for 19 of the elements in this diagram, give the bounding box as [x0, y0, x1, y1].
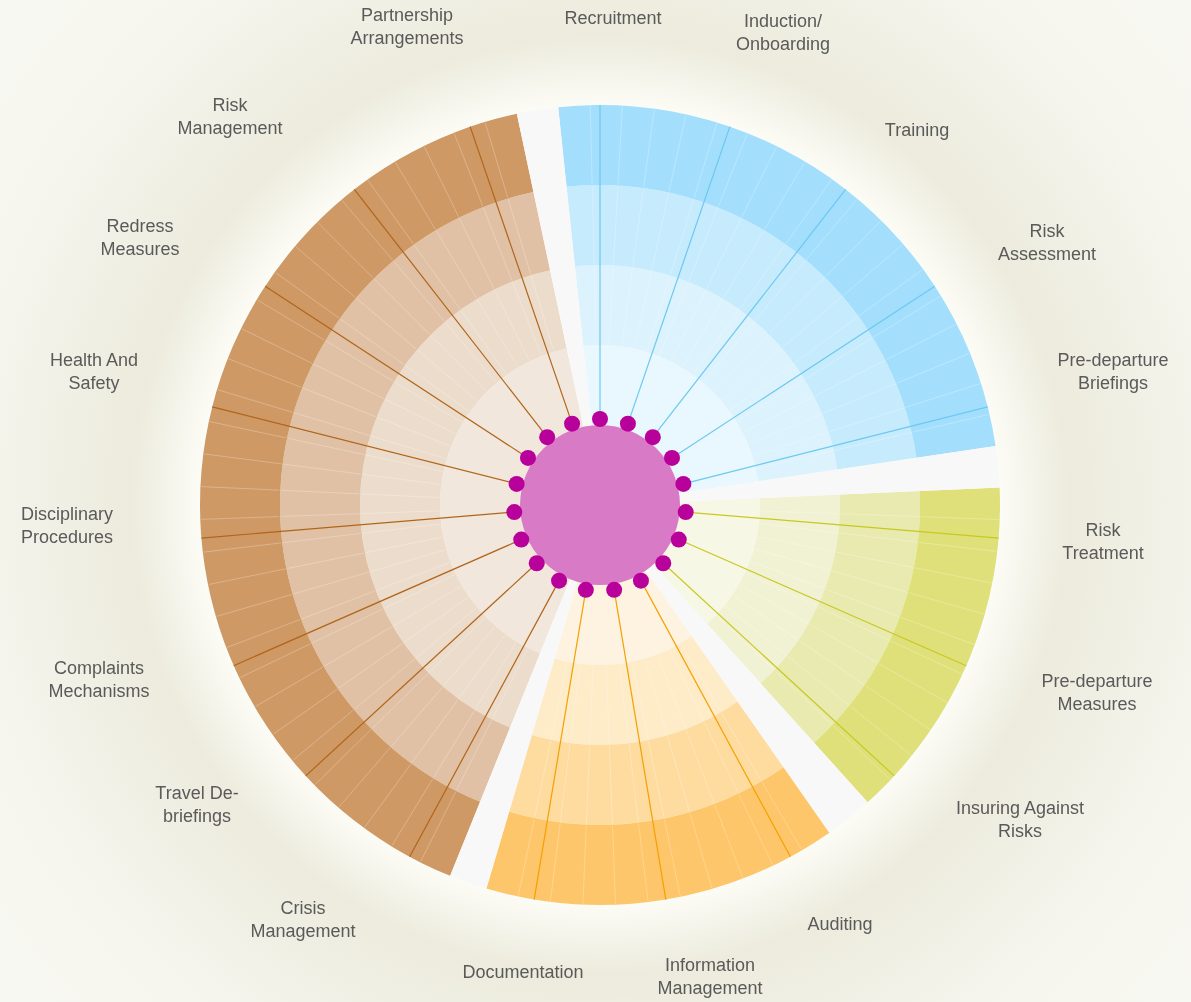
segment-label: Information Management	[656, 954, 764, 1000]
segment-label: Redress Measures	[99, 215, 181, 261]
segment-label: Induction/ Onboarding	[734, 10, 832, 56]
segment-label: Training	[883, 118, 951, 142]
segment-label: Auditing	[806, 912, 874, 936]
segment-label: Risk Treatment	[1061, 519, 1145, 565]
segment-label: Documentation	[461, 960, 585, 984]
segment-label: Insuring Against Risks	[954, 797, 1086, 843]
segment-label: Complaints Mechanisms	[47, 657, 151, 703]
segment-label: Health And Safety	[48, 349, 140, 395]
segment-label: Recruitment	[563, 6, 663, 30]
segment-label: Crisis Management	[249, 897, 357, 943]
segment-label: Travel De-briefings	[154, 782, 240, 828]
segment-label: Partnership Arrangements	[349, 4, 465, 50]
segment-label: Disciplinary Procedures	[19, 503, 115, 549]
segment-label: Pre-departure Measures	[1040, 670, 1154, 716]
segment-label: Risk Assessment	[996, 220, 1097, 266]
segment-label: Risk Management	[176, 94, 284, 140]
segment-label: Pre-departure Briefings	[1056, 349, 1170, 395]
